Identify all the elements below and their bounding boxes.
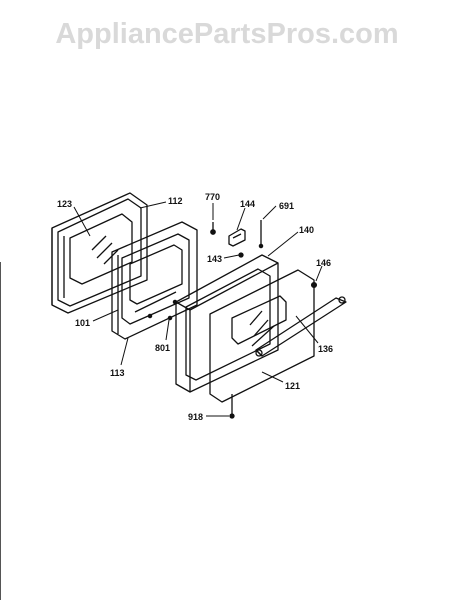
label-101: 101 (75, 318, 90, 328)
door-handle-136 (255, 296, 347, 357)
label-146: 146 (316, 258, 331, 268)
screw-918 (229, 394, 235, 419)
screw-691 (258, 220, 264, 249)
label-144: 144 (240, 199, 255, 209)
outer-door-panel-140 (175, 254, 279, 393)
label-123: 123 (57, 199, 72, 209)
handle-screw-146 (310, 281, 318, 289)
label-801: 801 (155, 343, 170, 353)
label-121: 121 (285, 381, 300, 391)
screw-770 (210, 222, 216, 235)
label-691: 691 (279, 201, 294, 211)
door-liner-113 (111, 221, 198, 340)
leader-lines (73, 201, 323, 417)
inner-door-frame-101 (51, 192, 148, 314)
label-112: 112 (168, 196, 183, 206)
hinge-bracket-144 (228, 228, 246, 247)
label-140: 140 (299, 225, 314, 235)
label-136: 136 (318, 344, 333, 354)
label-918: 918 (188, 412, 203, 422)
label-143: 143 (207, 254, 222, 264)
watermark-text: AppliancePartsPros.com (55, 18, 399, 50)
part-labels: 123 112 770 144 691 140 143 146 101 801 … (57, 192, 333, 422)
label-113: 113 (110, 368, 125, 378)
screw-801 (167, 315, 173, 321)
scan-edge-line (0, 262, 1, 600)
clip-143 (238, 252, 244, 258)
inner-glass-123 (69, 213, 133, 285)
outer-glass-121 (209, 269, 315, 403)
label-770: 770 (205, 192, 220, 202)
